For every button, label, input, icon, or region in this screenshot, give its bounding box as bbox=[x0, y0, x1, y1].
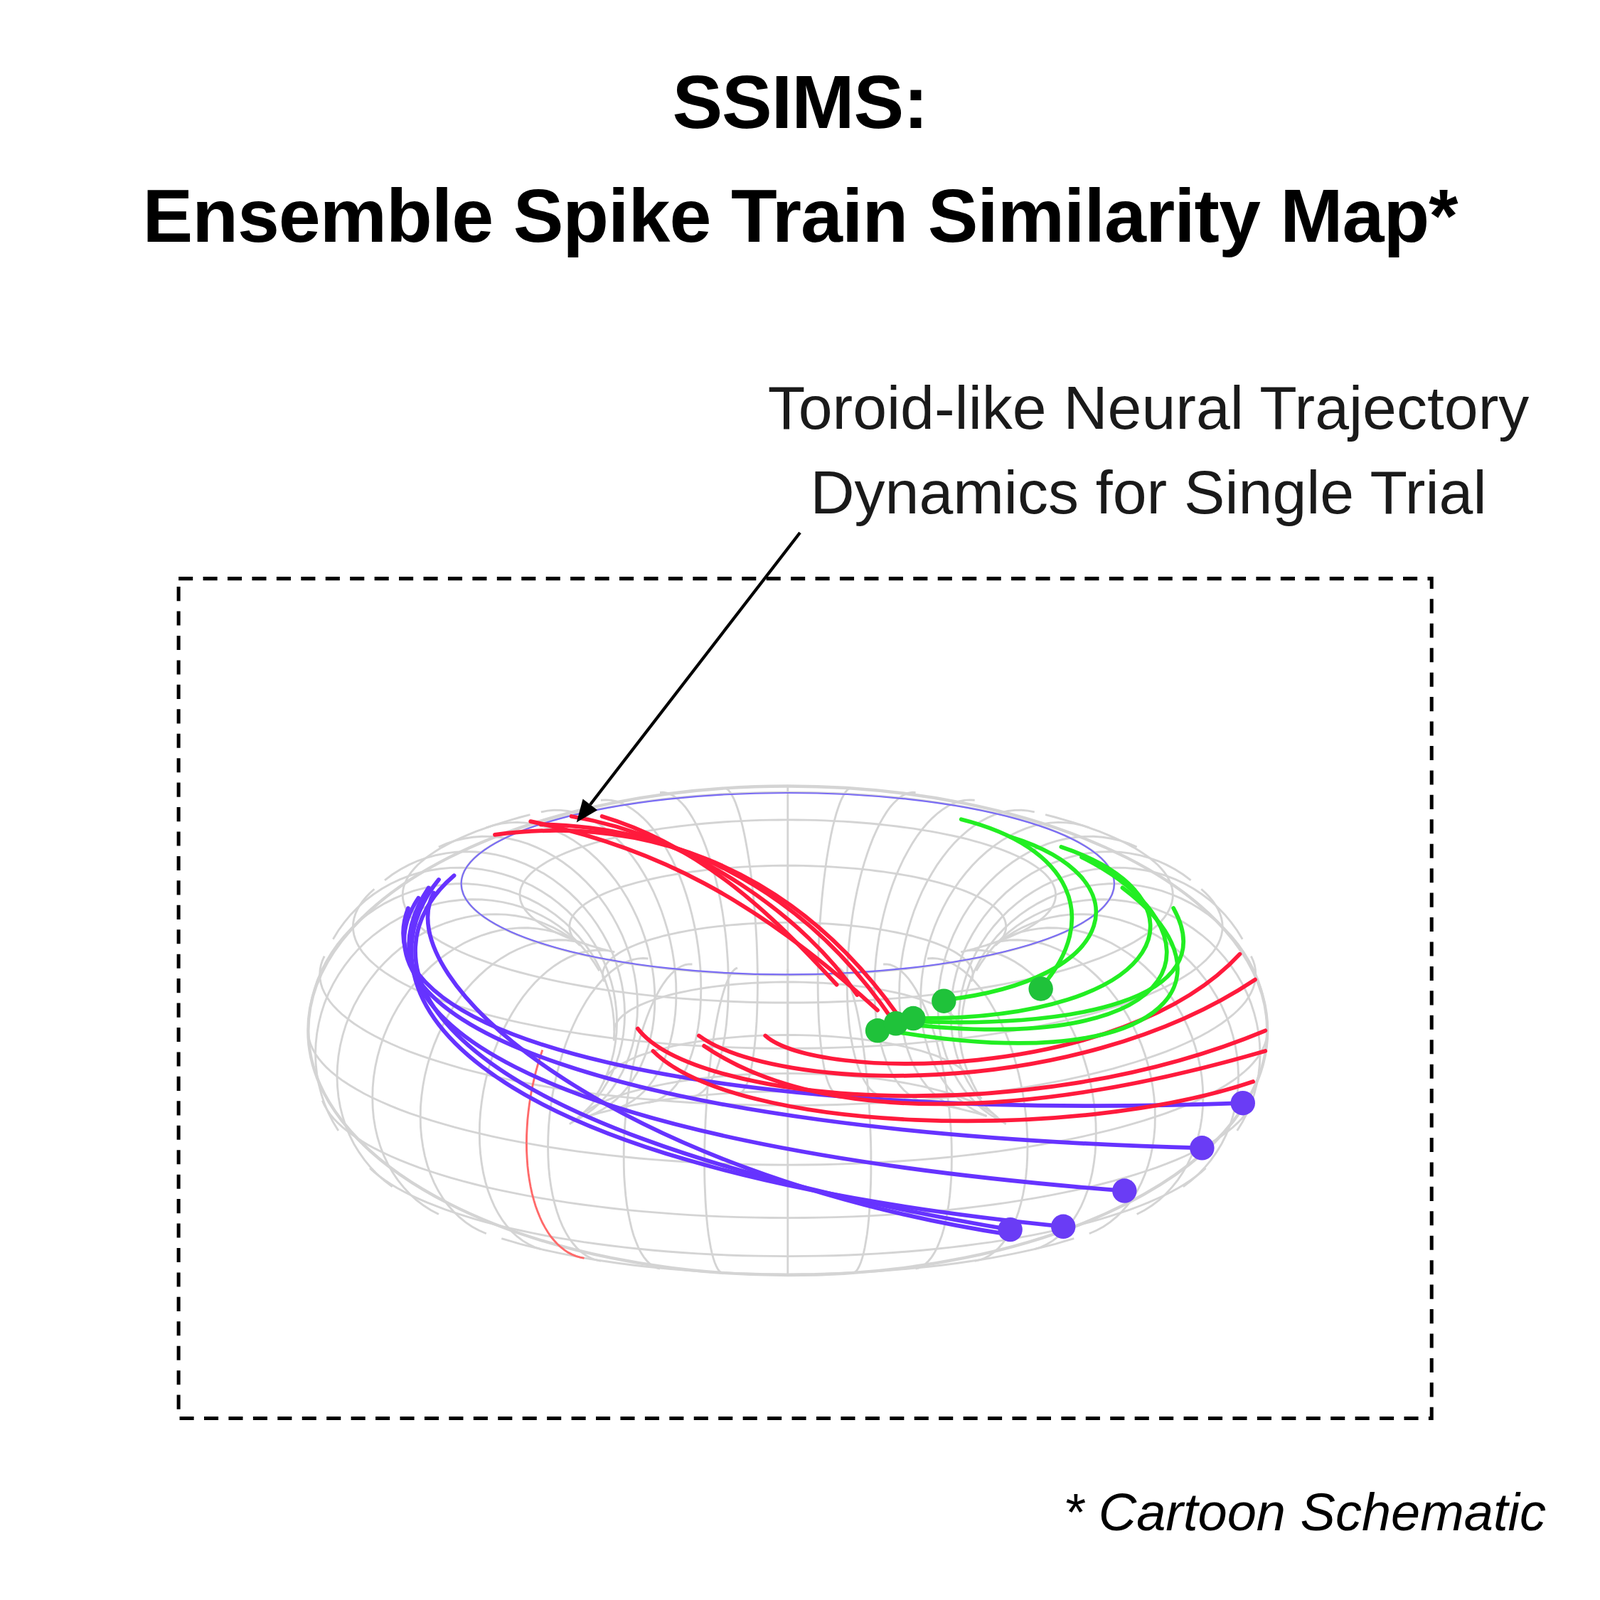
title: SSIMS: Ensemble Spike Train Similarity M… bbox=[28, 44, 1572, 273]
grid-line bbox=[332, 867, 617, 1099]
grid-line bbox=[526, 1143, 584, 1259]
endpoint-dot bbox=[1230, 1090, 1256, 1116]
torus-outline bbox=[307, 785, 1268, 1276]
grid-line bbox=[659, 792, 729, 1097]
endpoint-dot bbox=[931, 988, 956, 1013]
torus-ring bbox=[461, 792, 1115, 975]
trajectory bbox=[704, 1046, 1266, 1105]
trajectory bbox=[541, 824, 894, 1021]
grid-line bbox=[352, 888, 1223, 1049]
grid-line bbox=[967, 894, 1056, 951]
grid-line bbox=[971, 974, 973, 982]
trajectory bbox=[943, 836, 1096, 1001]
grid-line bbox=[372, 928, 572, 1098]
endpoint-dot bbox=[1051, 1214, 1076, 1239]
dashed-frame bbox=[178, 578, 1432, 1419]
endpoint-dot bbox=[1112, 1178, 1137, 1203]
leader-line bbox=[590, 532, 800, 805]
endpoint-dot bbox=[900, 1006, 926, 1031]
green-trajectories bbox=[877, 819, 1184, 1044]
grid-line bbox=[372, 1097, 439, 1215]
endpoint-dot bbox=[1028, 976, 1053, 1001]
trajectory bbox=[652, 1051, 1253, 1121]
trajectory bbox=[602, 816, 837, 985]
trajectory bbox=[913, 846, 1150, 1019]
endpoint-dot bbox=[1189, 1135, 1214, 1160]
endpoint-dot bbox=[997, 1217, 1022, 1242]
grid-line bbox=[961, 883, 1268, 1042]
grid-line bbox=[874, 800, 975, 1103]
torus-grid bbox=[307, 785, 1268, 1276]
grid-line bbox=[852, 1162, 872, 1274]
blue-endpoints bbox=[997, 1090, 1256, 1242]
grid-line bbox=[322, 1100, 1253, 1219]
footnote: * Cartoon Schematic bbox=[1063, 1481, 1546, 1545]
grid-line bbox=[995, 926, 1007, 946]
trajectory bbox=[961, 819, 1073, 988]
torus-meridian bbox=[526, 1050, 584, 1259]
callout-label: Toroid-like Neural Trajectory Dynamics f… bbox=[704, 365, 1593, 535]
trajectory bbox=[530, 821, 878, 1010]
title-text: SSIMS: Ensemble Spike Train Similarity M… bbox=[142, 59, 1458, 258]
green-endpoints bbox=[865, 976, 1054, 1043]
grid-line bbox=[704, 1162, 724, 1274]
grid-line bbox=[461, 792, 1115, 975]
red-trajectories bbox=[494, 816, 1266, 1121]
trajectory bbox=[765, 954, 1240, 1064]
trajectory bbox=[893, 856, 1167, 1029]
grid-line bbox=[958, 867, 1243, 1099]
trajectory bbox=[898, 908, 1184, 1022]
arrow-head bbox=[576, 799, 598, 823]
grid-line bbox=[614, 982, 962, 1031]
